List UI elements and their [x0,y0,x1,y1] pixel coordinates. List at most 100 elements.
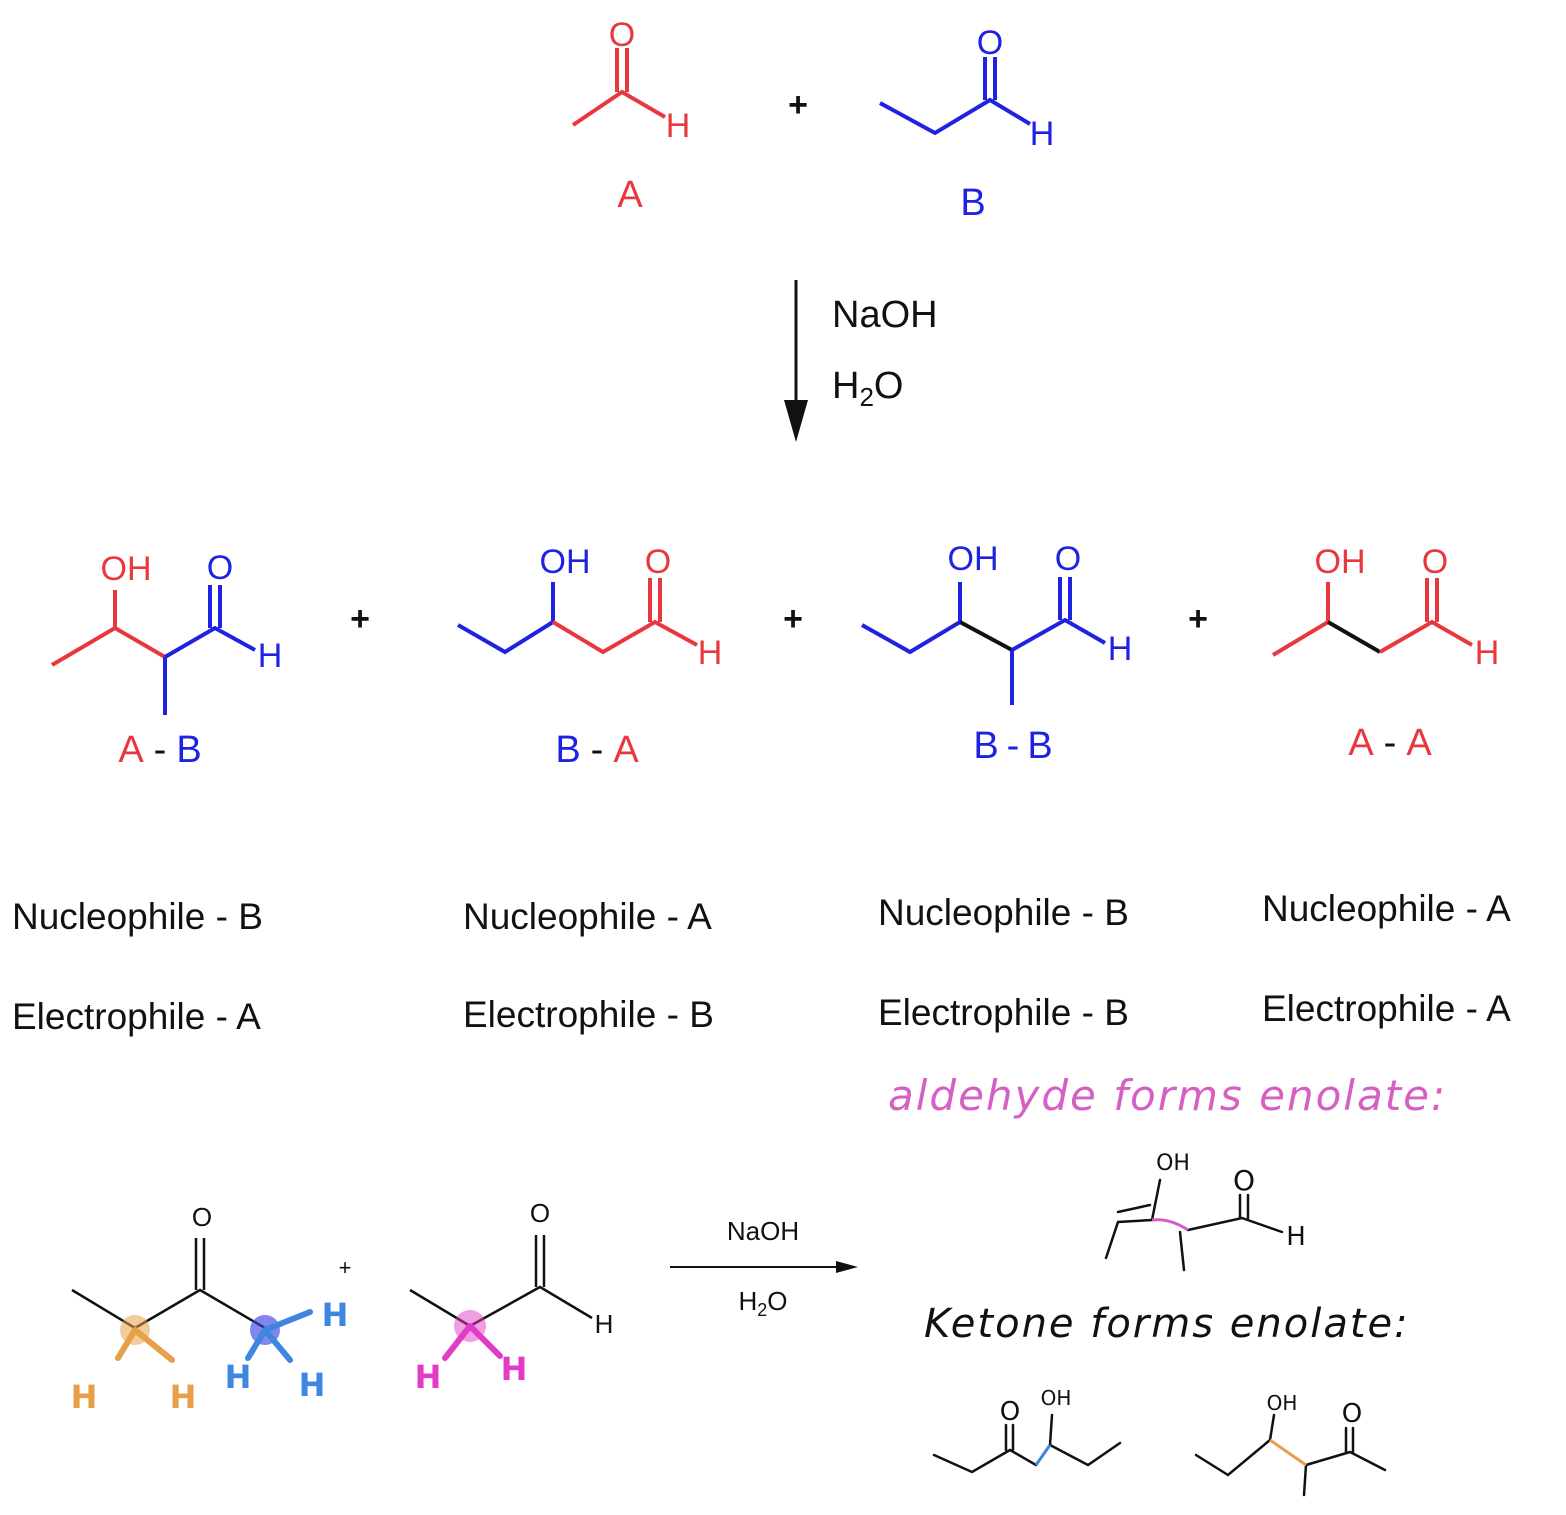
ketone-blue-bond-2 [245,1327,268,1361]
ketone-orange-h-1: H [71,1378,98,1416]
product-bb-left-chain [861,620,962,655]
product-bb-label-right: B [1027,725,1052,767]
crossed-arrow-head [836,1261,858,1273]
ketone-blue-h-1: H [322,1296,349,1334]
ketone-skeleton [71,1288,266,1330]
reactant-a [571,48,667,127]
product-ba-label-sep: - [591,729,604,771]
ketone-product-1-left-chain [932,1448,1038,1474]
crossed-reagent-naoh: NaOH [727,1216,799,1246]
product-aa-label: A-A [1348,722,1432,764]
product-aa-label-left: A [1348,722,1374,764]
crossed-water-sub: 2 [757,1300,767,1320]
reactant-a-hydrogen: H [666,107,691,145]
product-ab-electrophile: Electrophile - A [12,996,261,1037]
product-aa-o: O [1422,543,1448,581]
product-ba-blue-chain [457,620,555,655]
ketone-product-2-left-chain [1194,1438,1272,1477]
product-ba-o: O [645,543,671,581]
product-ba [457,578,698,655]
product-bb-nucleophile: Nucleophile - B [878,892,1129,933]
ketone-product-2-oh-bond [1268,1413,1276,1442]
ketone-product-2-o: O [1342,1399,1362,1429]
ketone-orange-bond-1 [115,1327,138,1361]
enolate-product-top-branch [1116,1203,1152,1214]
reactant-a-oxygen: O [609,16,635,54]
ketone-product-1-right-chain [1048,1441,1122,1467]
product-ab-label: A-B [118,729,201,771]
crossed-water-h: H [738,1286,757,1316]
product-bb-h: H [1108,630,1133,668]
reactant-b [879,57,1032,136]
ketone-blue-bond-3 [262,1327,293,1363]
reactant-plus: + [788,86,808,124]
ketone-enolate-product-1 [932,1413,1122,1474]
ketone-product-1-new-bond [1034,1444,1052,1466]
enolate-product-o: O [1233,1164,1255,1197]
product-bb-oh: OH [948,540,999,578]
enolate-product-methyl [1178,1230,1186,1272]
product-aa-h: H [1475,634,1500,672]
product-aa-label-right: A [1406,722,1432,764]
ketone-enolate-product-2 [1194,1413,1387,1497]
ketone-orange-h-bonds [115,1327,175,1363]
reactant-b-skeleton [879,97,1032,136]
reactant-b-hydrogen: H [1030,115,1055,153]
product-aa-electrophile: Electrophile - A [1262,988,1511,1029]
product-ba-red-chain [551,619,698,655]
product-ab-label-right: B [176,729,201,771]
product-bb-label-sep: - [1007,725,1020,767]
ketone-orange-h-2: H [170,1378,197,1416]
note-ketone-enolate: Ketone forms enolate: [924,1301,1410,1347]
aldehyde-oxygen: O [530,1198,550,1228]
aldehyde-skeleton [409,1285,593,1328]
aldehyde-enolate-product [1104,1178,1284,1272]
aldehyde-pink-bond-2 [467,1323,503,1359]
product-aa-new-bond [1327,620,1381,654]
product-bb-label: B-B [973,725,1052,767]
product-aa [1271,578,1473,657]
product-aa-right-chain [1379,619,1473,654]
product-plus-1: + [350,600,370,638]
reactant-b-oxygen: O [977,24,1003,62]
product-ab [50,585,256,715]
ketone-product-1-oh: OH [1041,1386,1072,1410]
product-ba-label-right: A [613,729,639,771]
product-ba-h: H [698,634,723,672]
aldehyde-pink-h-1: H [415,1358,442,1396]
crossed-reagent-water: H2O [738,1286,787,1320]
product-bb [861,577,1106,705]
product-ab-label-sep: - [154,729,167,771]
product-plus-3: + [1188,600,1208,638]
reaction-arrow-head [784,400,808,442]
product-ba-electrophile: Electrophile - B [463,994,714,1035]
product-aa-label-sep: - [1384,722,1397,764]
ketone-product-1-oh-bond [1048,1413,1054,1447]
product-ba-label: B-A [555,729,639,771]
ketone-blue-h-3: H [299,1366,326,1404]
product-ab-nucleophile: Nucleophile - B [12,896,263,937]
ketone-product-1-o: O [1000,1397,1020,1427]
ketone-blue-bond-1 [262,1309,313,1333]
reactant-a-skeleton [571,89,667,127]
reagent-naoh: NaOH [832,294,938,336]
enolate-product-h: H [1286,1222,1306,1252]
product-bb-right-chain [1011,617,1106,652]
ketone-product-2-oh: OH [1267,1391,1298,1415]
enolate-product-oh-bond [1150,1178,1162,1222]
ketone-blue-h-bonds [245,1309,313,1363]
aldehyde-hydrogen: H [595,1309,614,1339]
reactant-a-label: A [617,174,643,216]
reactant-b-label: B [960,182,985,224]
crossed-ketone [71,1238,266,1330]
product-ab-red-chain [50,625,167,667]
ketone-product-2-methyl [1302,1463,1308,1497]
product-ba-nucleophile: Nucleophile - A [463,896,712,937]
reagent-water: H2O [832,365,903,412]
crossed-aldehyde [409,1235,593,1328]
crossed-plus: + [339,1255,352,1280]
product-bb-new-bond [959,620,1013,652]
product-plus-2: + [783,600,803,638]
note-aldehyde-enolate: aldehyde forms enolate: [888,1071,1447,1120]
